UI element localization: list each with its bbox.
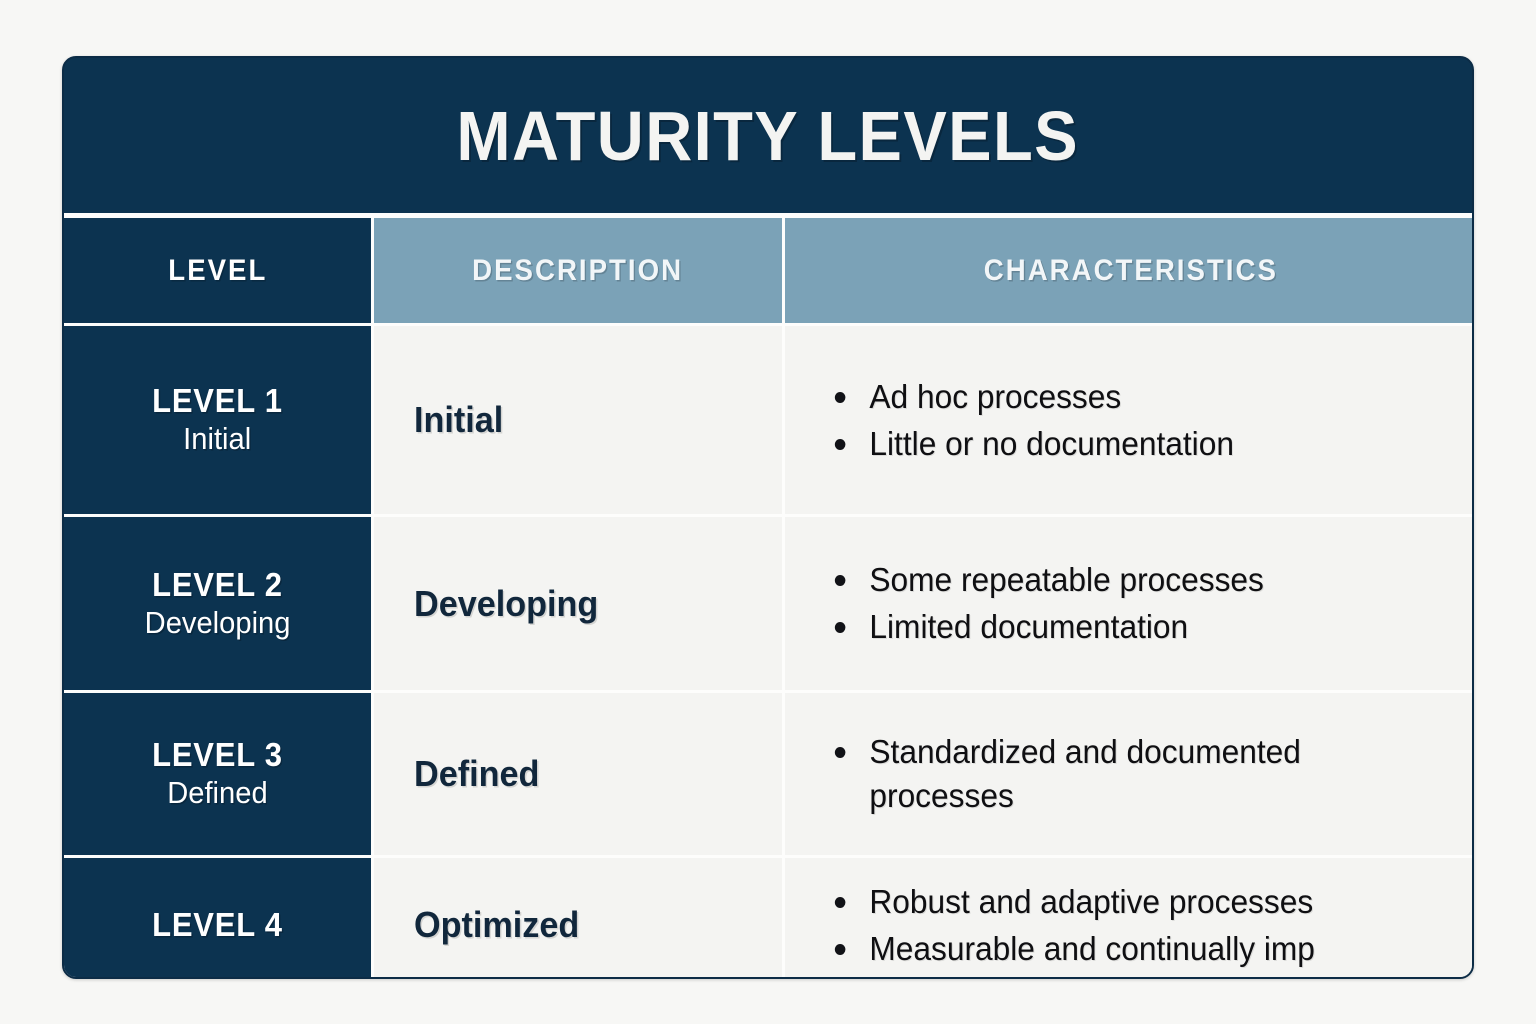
table-row-description-cell: Defined <box>374 693 782 855</box>
column-header-characteristics-label: CHARACTERISTICS <box>983 253 1278 287</box>
level-subtitle: Initial <box>183 421 252 457</box>
description-text: Optimized <box>414 904 580 945</box>
column-header-description: DESCRIPTION <box>374 218 782 323</box>
list-item: Standardized and documented processes <box>831 730 1427 817</box>
level-title: LEVEL 1 <box>152 382 283 420</box>
table-row-characteristics-cell: Robust and adaptive processes Measurable… <box>785 858 1472 977</box>
characteristics-list: Standardized and documented processes <box>831 727 1452 820</box>
list-item: Measurable and continually imp <box>831 927 1427 971</box>
table-row-level-cell: LEVEL 3 Defined <box>64 693 371 855</box>
column-header-description-label: DESCRIPTION <box>472 253 684 287</box>
table-row-level-cell: LEVEL 4 <box>64 858 371 977</box>
table-row-level-cell: LEVEL 2 Developing <box>64 517 371 690</box>
characteristics-list: Robust and adaptive processes Measurable… <box>831 877 1452 973</box>
characteristics-list: Ad hoc processes Little or no documentat… <box>831 372 1452 468</box>
column-header-characteristics: CHARACTERISTICS <box>785 218 1472 323</box>
page-title: MATURITY LEVELS <box>456 96 1080 175</box>
column-header-level: LEVEL <box>64 218 371 323</box>
level-title: LEVEL 4 <box>152 905 283 943</box>
table-row-characteristics-cell: Standardized and documented processes <box>785 693 1472 855</box>
list-item: Little or no documentation <box>831 422 1427 466</box>
level-subtitle: Defined <box>167 775 268 811</box>
level-subtitle: Developing <box>144 604 291 640</box>
maturity-levels-card: MATURITY LEVELS LEVEL DESCRIPTION CHARAC… <box>62 56 1474 979</box>
characteristics-list: Some repeatable processes Limited docume… <box>831 555 1452 651</box>
maturity-levels-table: LEVEL DESCRIPTION CHARACTERISTICS LEVEL … <box>64 213 1472 977</box>
level-title: LEVEL 3 <box>152 736 283 774</box>
table-row-characteristics-cell: Some repeatable processes Limited docume… <box>785 517 1472 690</box>
card-title-bar: MATURITY LEVELS <box>64 58 1472 213</box>
table-row-description-cell: Optimized <box>374 858 782 977</box>
description-text: Developing <box>414 582 599 624</box>
description-text: Defined <box>414 753 540 794</box>
table-row-level-cell: LEVEL 1 Initial <box>64 326 371 514</box>
column-header-level-label: LEVEL <box>167 253 268 287</box>
table-row-characteristics-cell: Ad hoc processes Little or no documentat… <box>785 326 1472 514</box>
list-item: Limited documentation <box>831 605 1427 649</box>
description-text: Initial <box>414 399 504 440</box>
table-row-description-cell: Initial <box>374 326 782 514</box>
list-item: Some repeatable processes <box>831 558 1427 602</box>
table-row-description-cell: Developing <box>374 517 782 690</box>
list-item: Ad hoc processes <box>831 375 1427 419</box>
list-item: Robust and adaptive processes <box>831 880 1427 924</box>
level-title: LEVEL 2 <box>152 565 283 603</box>
